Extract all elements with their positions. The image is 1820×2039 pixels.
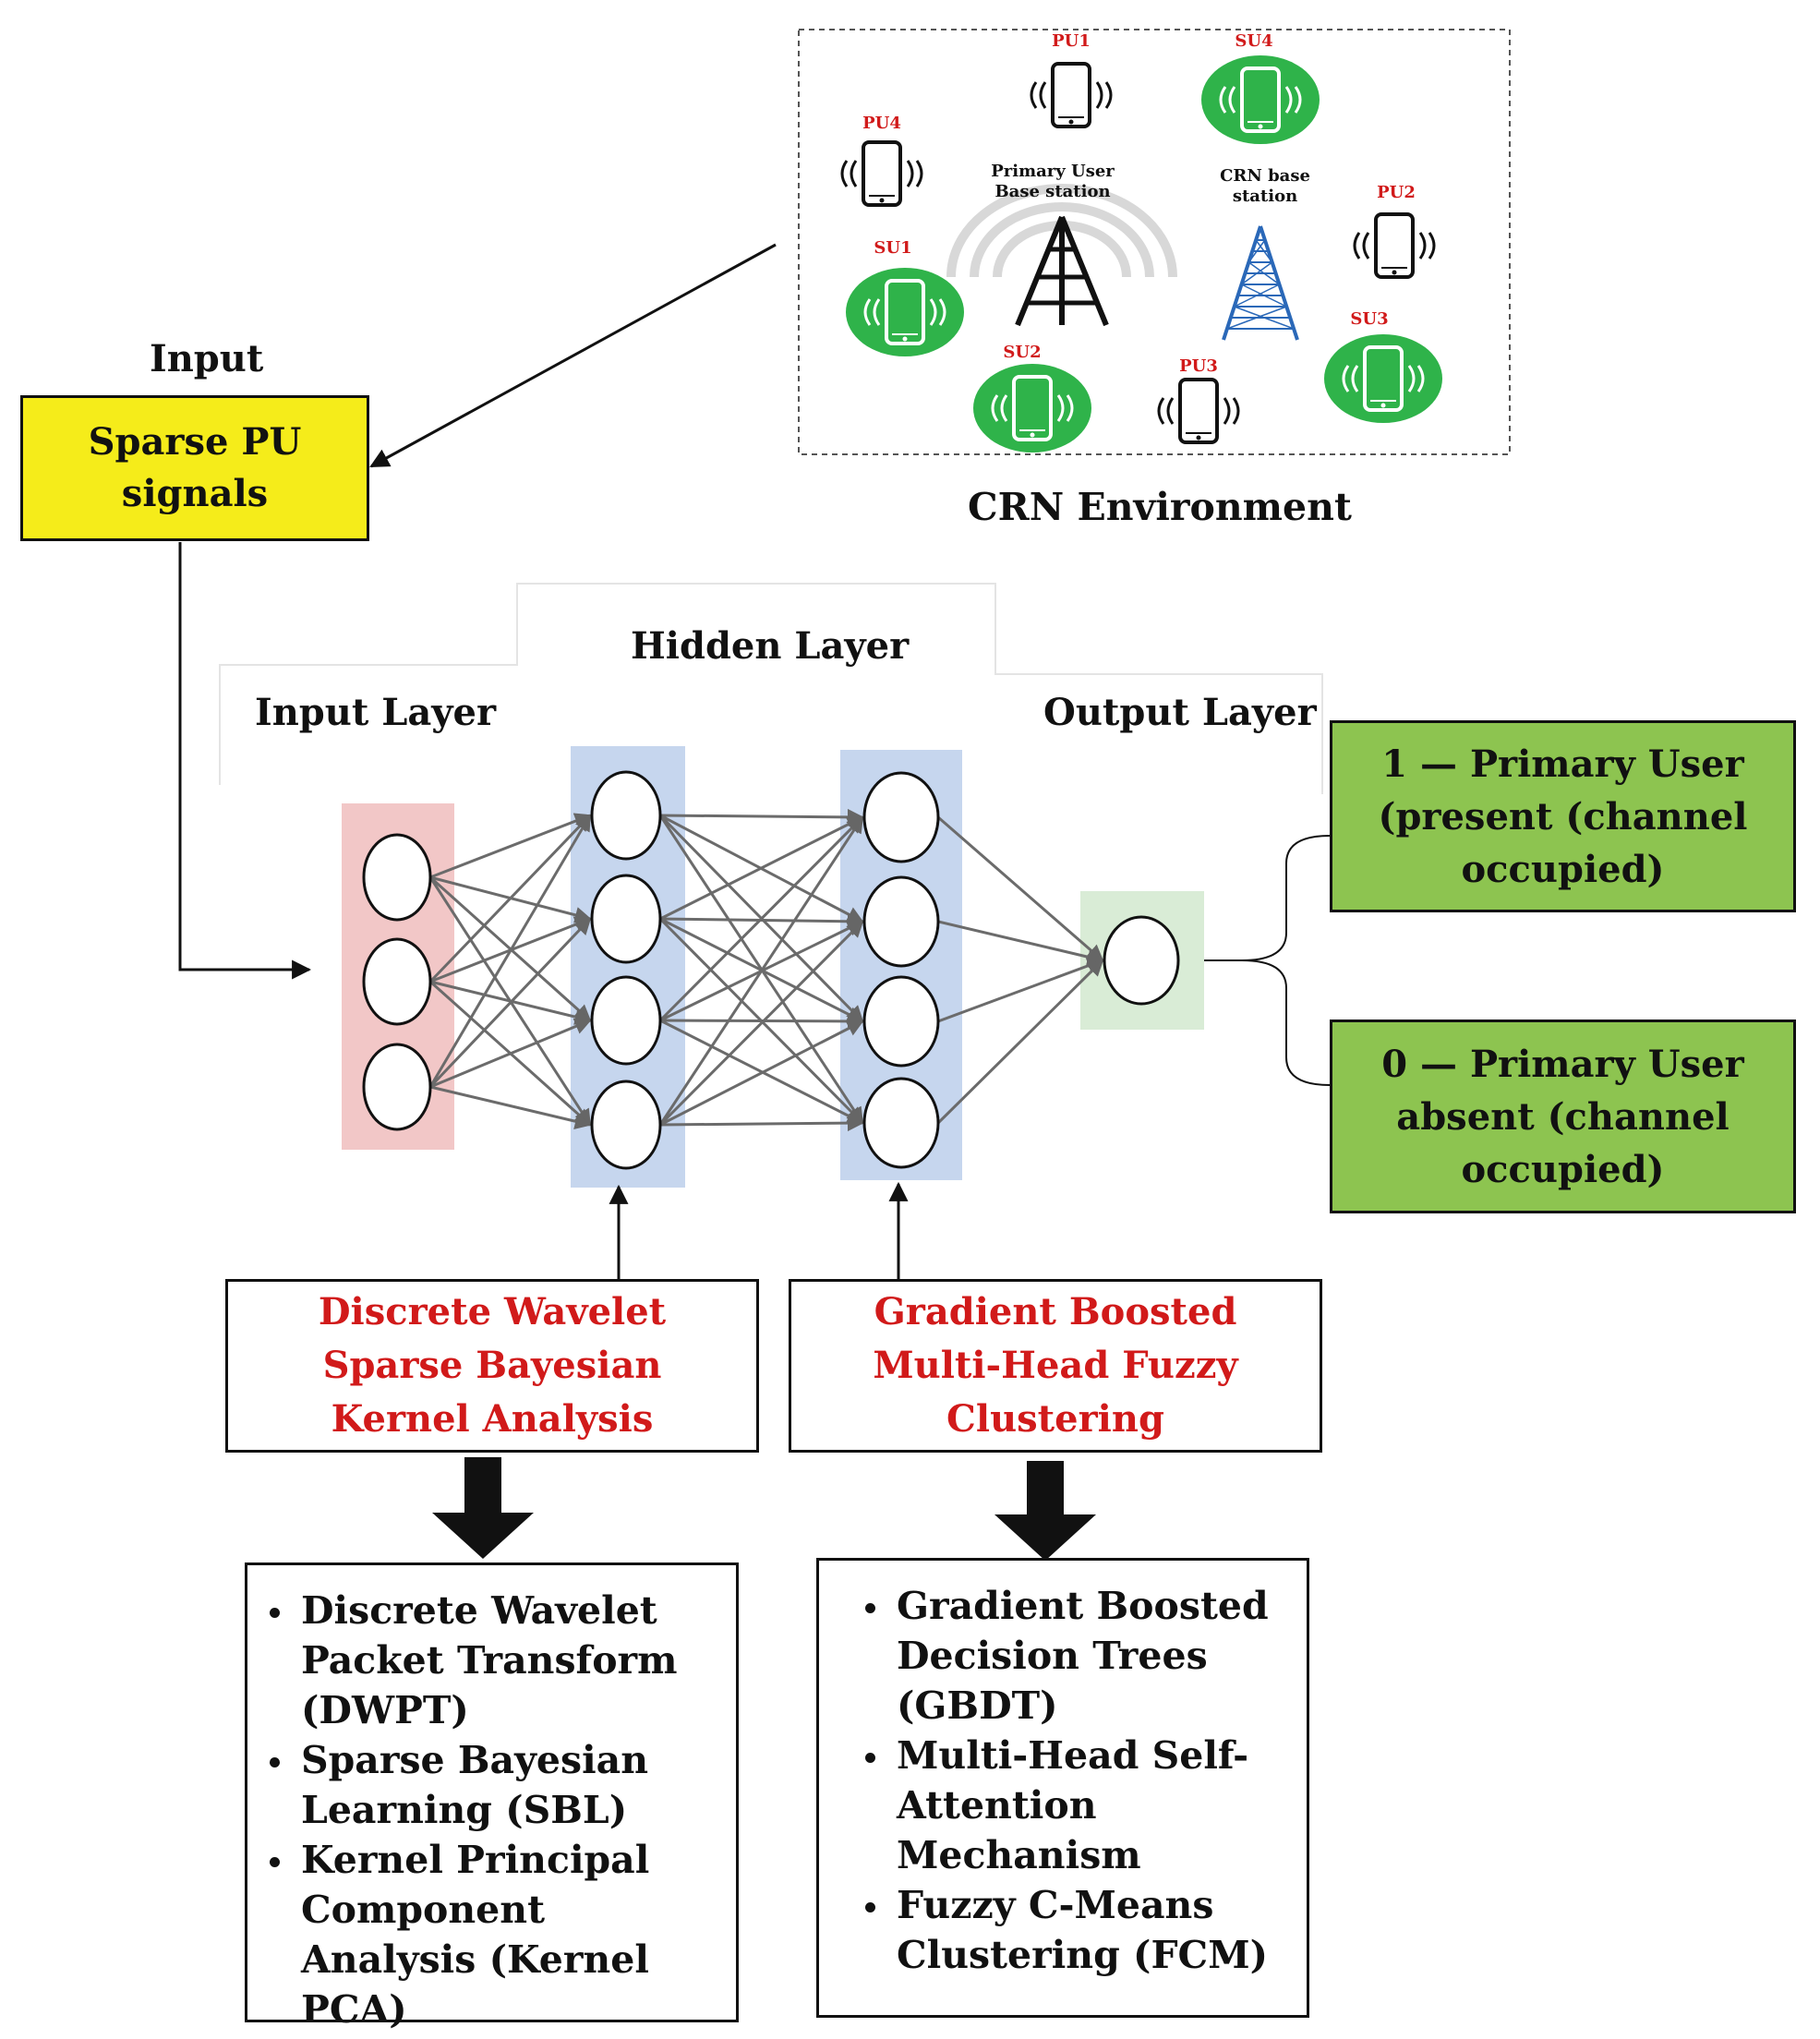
component-list-item: Discrete Wavelet Packet Transform (DWPT) [270, 1586, 717, 1735]
network-edge [937, 920, 1104, 966]
device-label: PU4 [862, 114, 901, 133]
network-node [862, 875, 940, 968]
component-text: Sparse Bayesian Learning (SBL) [301, 1738, 649, 1832]
bullet-icon [865, 1902, 875, 1912]
sparse-pu-signals-box: Sparse PU signals [20, 395, 369, 541]
primary-user-phone-icon [840, 140, 923, 207]
gbmhfc-down-arrow [994, 1461, 1096, 1561]
device-label: PU1 [1052, 31, 1091, 51]
network-node [590, 975, 662, 1066]
primary-base-station-tower-icon [946, 184, 1177, 327]
network-node [1103, 915, 1180, 1006]
input-to-network-arrow [178, 542, 312, 980]
bullet-icon [865, 1603, 875, 1613]
secondary-user-phone-icon [973, 364, 1091, 452]
device-label: SU3 [1350, 309, 1389, 329]
crn-caption: CRN Environment [968, 485, 1352, 529]
input-layer-label: Input Layer [255, 691, 497, 734]
dwsbka-components-list: Discrete Wavelet Packet Transform (DWPT)… [270, 1586, 717, 2034]
bullet-icon [270, 1757, 280, 1768]
primary-user-phone-icon [1353, 212, 1436, 279]
output-brace [1241, 835, 1331, 1086]
component-list-item: Multi-Head Self-Attention Mechanism [865, 1731, 1284, 1880]
network-edge [658, 920, 864, 1127]
crn-environment-frame [798, 29, 1511, 455]
network-node [590, 874, 662, 964]
primary-user-phone-icon [1157, 378, 1240, 444]
network-edge [937, 958, 1104, 1023]
bullet-icon [865, 1753, 875, 1763]
network-connections [428, 808, 1104, 1132]
dwsbka-box: Discrete Wavelet Sparse Bayesian Kernel … [225, 1279, 759, 1453]
component-list-item: Fuzzy C-Means Clustering (FCM) [865, 1880, 1284, 1980]
network-edge [429, 1018, 592, 1089]
primary-bs-label: Primary User Base station [991, 162, 1115, 201]
dwsbka-title: Discrete Wavelet Sparse Bayesian Kernel … [318, 1290, 667, 1441]
network-node [590, 1080, 662, 1170]
primary-user-present-box: 1 — Primary User (present (channel occup… [1330, 720, 1796, 912]
device-label: PU3 [1179, 356, 1218, 376]
network-node [362, 1043, 432, 1131]
network-edge [659, 815, 864, 921]
device-label: SU1 [874, 238, 912, 258]
primary-user-present-text: 1 — Primary User (present (channel occup… [1378, 742, 1748, 891]
network-edge [658, 815, 864, 1126]
network-node [862, 771, 940, 863]
gbmhfc-box: Gradient Boosted Multi-Head Fuzzy Cluste… [789, 1279, 1322, 1453]
component-text: Fuzzy C-Means Clustering (FCM) [897, 1883, 1268, 1977]
crn-illustration [840, 55, 1442, 452]
bullet-icon [270, 1608, 280, 1618]
gbmhfc-components-box: Gradient Boosted Decision Trees (GBDT)Mu… [816, 1558, 1309, 2018]
device-label: SU4 [1235, 31, 1273, 51]
network-edge [428, 814, 592, 983]
sparse-pu-signals-text: Sparse PU signals [88, 420, 302, 515]
bullet-icon [270, 1857, 280, 1867]
secondary-user-phone-icon [1201, 55, 1320, 144]
output-layer-label: Output Layer [1043, 691, 1317, 734]
dwsbka-components-box: Discrete Wavelet Packet Transform (DWPT)… [245, 1562, 739, 2032]
network-edge [429, 813, 592, 879]
device-label: SU2 [1003, 343, 1042, 362]
component-text: Multi-Head Self-Attention Mechanism [897, 1733, 1249, 1877]
hidden-layer-label: Hidden Layer [631, 624, 910, 668]
gbmhfc-title: Gradient Boosted Multi-Head Fuzzy Cluste… [873, 1290, 1238, 1441]
network-edge [659, 1012, 864, 1030]
crn-to-input-arrow [369, 243, 777, 468]
component-list-item: Kernel Principal Component Analysis (Ker… [270, 1835, 717, 2034]
secondary-user-phone-icon [846, 268, 964, 356]
network-node [362, 937, 432, 1026]
gbmhfc-components-list: Gradient Boosted Decision Trees (GBDT)Mu… [865, 1581, 1284, 1980]
component-list-item: Sparse Bayesian Learning (SBL) [270, 1735, 717, 1835]
network-node [862, 975, 940, 1068]
component-text: Kernel Principal Component Analysis (Ker… [301, 1838, 650, 2032]
network-nodes [362, 770, 1180, 1170]
device-label: PU2 [1377, 183, 1416, 202]
network-edge [428, 814, 592, 1088]
network-edge [937, 815, 1104, 962]
network-edge [659, 808, 864, 826]
network-edge [428, 917, 592, 1089]
secondary-user-phone-icon [1324, 334, 1442, 423]
network-node [590, 770, 662, 861]
network-node [862, 1077, 940, 1169]
component-text: Discrete Wavelet Packet Transform (DWPT) [301, 1588, 678, 1732]
crn-bs-label: CRN base station [1220, 166, 1310, 206]
network-background-outline [219, 583, 1323, 794]
network-edge [429, 1085, 592, 1130]
component-text: Gradient Boosted Decision Trees (GBDT) [897, 1584, 1269, 1728]
component-list-item: Gradient Boosted Decision Trees (GBDT) [865, 1581, 1284, 1731]
network-edge [659, 1020, 864, 1127]
primary-user-absent-text: 0 — Primary User absent (channel occupie… [1381, 1042, 1744, 1191]
input-heading: Input [150, 337, 264, 380]
primary-user-absent-box: 0 — Primary User absent (channel occupie… [1330, 1020, 1796, 1213]
network-edge [936, 959, 1104, 1125]
network-edge [659, 1115, 864, 1132]
network-edge [658, 815, 864, 1022]
network-node [362, 833, 432, 922]
dwsbka-down-arrow [432, 1457, 534, 1559]
crn-base-station-tower-icon [1222, 225, 1299, 341]
primary-user-phone-icon [1030, 62, 1113, 128]
